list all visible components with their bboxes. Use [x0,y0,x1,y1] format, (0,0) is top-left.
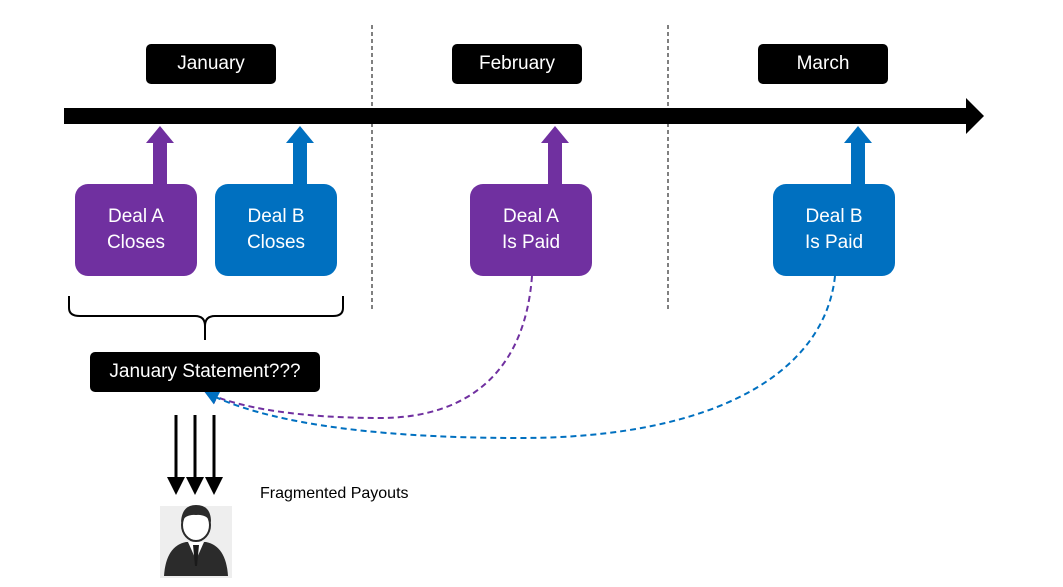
deal-b-closes-box: Deal B Closes [215,184,337,276]
deal-b-paid-line2: Is Paid [804,232,864,253]
january-brace [68,296,344,340]
month-label-february: February [452,44,582,84]
timeline-arrow [64,98,984,134]
deal-a-closes-line1: Deal A [108,206,164,227]
deal-b-closes-line2: Closes [246,232,306,253]
deal-a-paid-line1: Deal A [503,206,559,227]
january-statement-box: January Statement??? [90,352,320,392]
payout-arrows [167,415,223,495]
deal-a-paid-arrow [541,126,569,185]
month-label-march: March [758,44,888,84]
deal-b-paid-line1: Deal B [805,206,863,227]
deal-a-closes-box: Deal A Closes [75,184,197,276]
deal-a-paid-line2: Is Paid [501,232,561,253]
deal-b-closes-line1: Deal B [247,206,305,227]
deal-b-payment-flow [204,275,836,440]
deal-a-paid-box: Deal A Is Paid [470,184,592,276]
month-label-january: January [146,44,276,84]
deal-a-payment-flow [204,275,533,420]
person-avatar-icon [160,505,232,578]
deal-a-closes-arrow [146,126,174,185]
deal-b-paid-box: Deal B Is Paid [773,184,895,276]
deal-b-paid-arrow [844,126,872,185]
deal-a-closes-line2: Closes [106,232,166,253]
fragmented-payouts-label: Fragmented Payouts [260,485,409,502]
deal-b-closes-arrow [286,126,314,185]
